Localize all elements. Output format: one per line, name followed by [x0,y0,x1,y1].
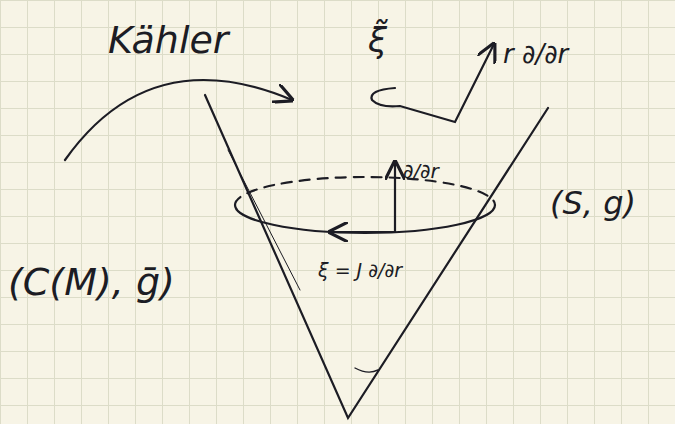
math-label: ξ̃ [368,22,387,59]
hidden-circle [235,177,495,205]
kahler-arrow [65,80,292,160]
math-label: (S, g) [550,186,636,221]
math-label: r ∂/∂r [503,40,568,69]
math-label: ∂/∂r [403,160,439,182]
math-label: (C(M), ḡ) [8,262,175,304]
apex-mark [355,368,378,372]
shade-line [228,150,300,290]
cone-outline [205,95,548,418]
math-label: Kähler [108,20,229,62]
reeb-arrow [330,231,395,233]
link-circle [235,205,495,233]
radial-arrow [394,162,396,232]
math-label: ξ = J ∂/∂r [318,260,402,281]
lift-arrow [371,44,494,122]
